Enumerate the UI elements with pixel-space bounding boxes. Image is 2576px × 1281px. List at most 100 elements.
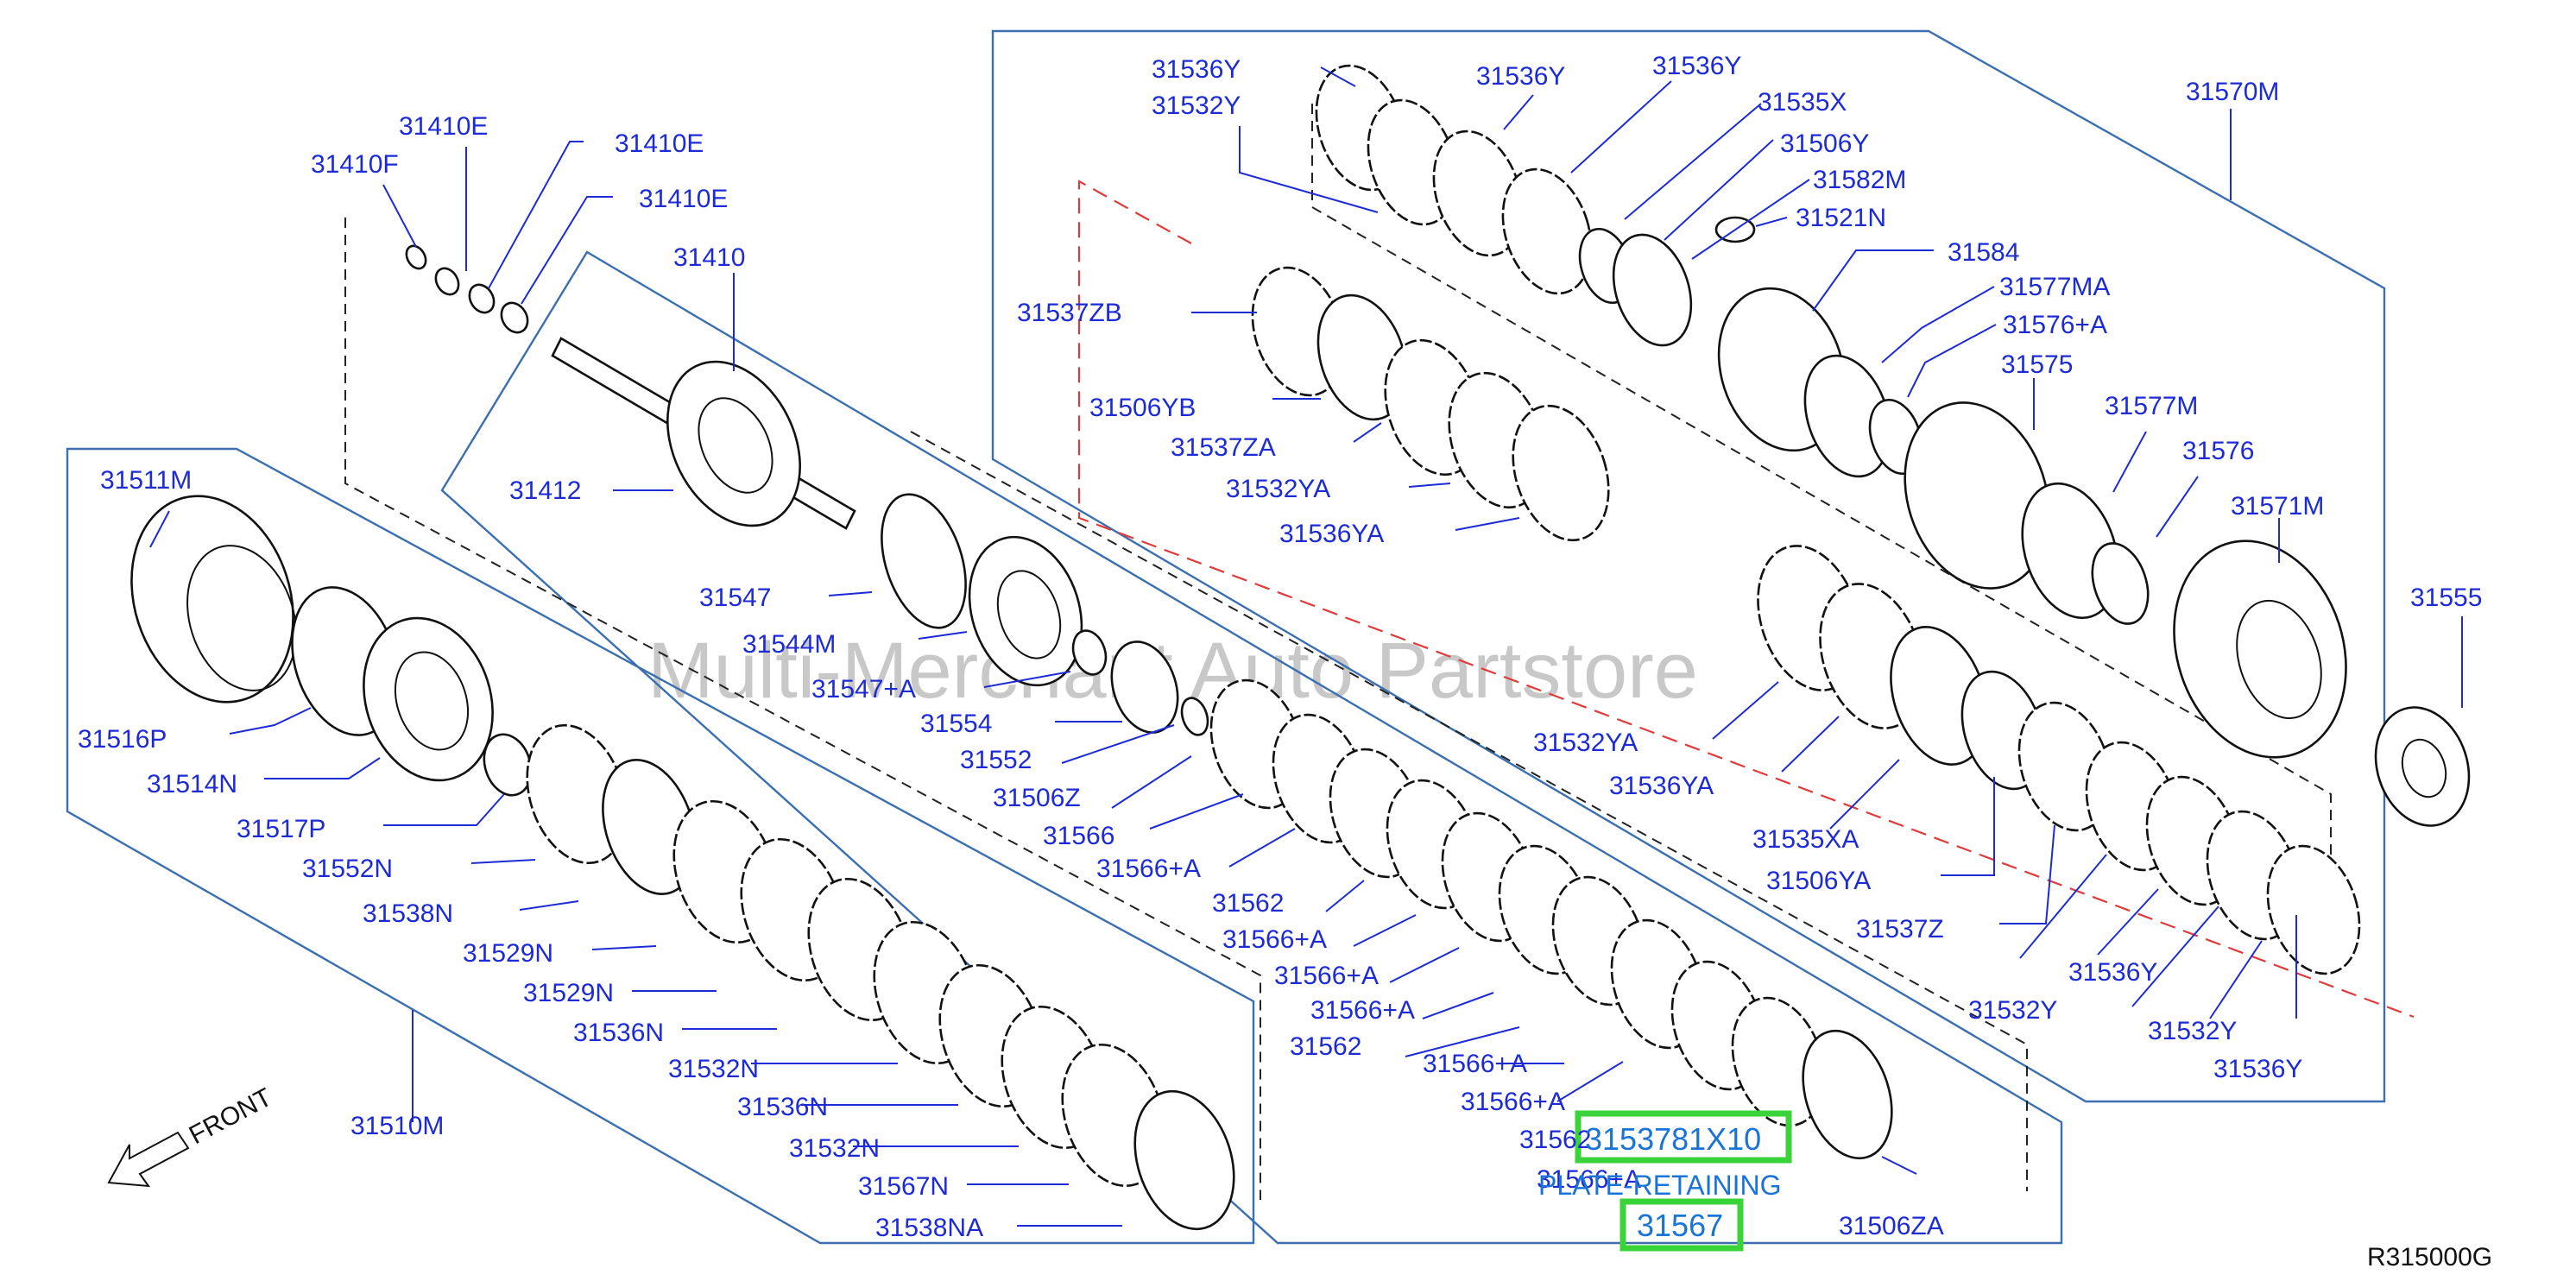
leader-line [229, 707, 312, 735]
hub-31514N-inner [394, 651, 470, 751]
group-outline-31410 [440, 250, 2063, 1245]
part-label: 31532Y [1968, 996, 2057, 1025]
part-label: 31538N [363, 899, 453, 928]
part-label: 31566+A [1274, 962, 1379, 990]
leader-line [1422, 992, 1494, 1019]
group-outline-31510M [66, 447, 1255, 1245]
leader-line [519, 900, 579, 911]
part-label: 31571M [2231, 492, 2324, 521]
leader-line [2097, 888, 2159, 956]
leader-line [2131, 906, 2219, 1007]
part-label: 31412 [509, 476, 581, 505]
leader-line [591, 945, 657, 950]
part-label: 31576 [2182, 437, 2254, 465]
part-label: 31537Z [1856, 915, 1944, 943]
part-label: 31537ZA [1171, 433, 1276, 462]
leader-line [1325, 880, 1365, 912]
part-label: 31552N [302, 855, 393, 883]
oring-31410E-1 [434, 267, 460, 296]
part-label: 31575 [2001, 350, 2073, 379]
part-label: 31529N [523, 979, 614, 1007]
axis-upper [1311, 104, 2332, 920]
drum-31511M [130, 495, 294, 704]
part-label: 31410E [639, 185, 728, 213]
leader-line [1111, 755, 1192, 809]
plate-31536Y-top-3 [1501, 167, 1593, 295]
part-label: 31532Y [1152, 92, 1241, 120]
leader-line [1408, 483, 1451, 488]
hub-31571M-inner [2236, 599, 2322, 720]
part-label: 31514N [147, 770, 237, 798]
part-label: 31532YA [1533, 729, 1638, 757]
part-label: 31536Y [1652, 52, 1741, 80]
part-label: 31547 [699, 584, 771, 612]
ring-31547 [881, 493, 967, 629]
snap-31506ZA [1802, 1029, 1893, 1160]
leader-line [1999, 824, 2055, 924]
part-label: 31506Z [993, 784, 1081, 812]
part-label: 31567N [858, 1172, 949, 1201]
part-label: 31566+A [1461, 1088, 1565, 1116]
part-label: 31544M [742, 630, 836, 659]
leader-line [983, 671, 1071, 688]
bearing-31555 [2374, 706, 2471, 827]
part-label: 31562 [1519, 1126, 1591, 1154]
leader-line [1781, 716, 1840, 773]
leader-line [1712, 681, 1779, 740]
axis-red [1077, 180, 2415, 1019]
plate-31536Y-3 [2266, 844, 2361, 975]
leader-line [1405, 1026, 1520, 1057]
part-label: 31566+A [1537, 1165, 1641, 1194]
part-label: 31536YA [1609, 772, 1714, 800]
part-label: 31532N [789, 1134, 880, 1163]
oring-31410F [405, 244, 427, 270]
part-label: 31510M [350, 1112, 444, 1140]
part-label: 31566+A [1096, 855, 1201, 883]
part-label: 31410F [311, 150, 399, 179]
part-label: 31555 [2410, 584, 2482, 612]
part-label: 31547+A [811, 675, 916, 704]
drum-31511M-inner [186, 545, 297, 691]
carrier-31412-inner [698, 397, 773, 494]
leader-line [1239, 126, 1379, 213]
leader-line [1320, 66, 1356, 87]
spring-31554 [1110, 640, 1179, 734]
part-label: 31532YA [1226, 475, 1330, 503]
leader-line [488, 141, 584, 289]
part-label: 31511M [100, 466, 192, 495]
leader-line [828, 591, 873, 596]
snap-31538NA [1133, 1089, 1235, 1231]
highlight-box-callout [1619, 1198, 1744, 1252]
leader-line [2209, 940, 2263, 1019]
part-label: 31506ZA [1839, 1212, 1944, 1240]
part-label: 31562 [1212, 889, 1284, 918]
part-label: 31536Y [1476, 62, 1565, 91]
part-label: 31516P [78, 725, 167, 754]
part-label: 31576+A [2003, 311, 2107, 339]
part-label: 31506YB [1089, 394, 1196, 422]
leader-line [2156, 476, 2199, 538]
group-outlines [66, 29, 2386, 1245]
lower-left-pack [130, 495, 1235, 1231]
middle-right-pack [1251, 266, 2361, 975]
part-label: 31536Y [2213, 1055, 2302, 1083]
leader-line [1556, 1061, 1624, 1102]
part-label: 31566+A [1423, 1050, 1527, 1078]
reference-code: R315000G [2367, 1243, 2492, 1272]
leader-line [1353, 914, 1417, 947]
part-label: 31577M [2105, 392, 2198, 420]
leader-line [1907, 324, 1997, 398]
leader-line [1570, 80, 1672, 174]
leader-line [1228, 828, 1296, 868]
snap-31552 [1180, 697, 1209, 736]
hub-31571M [2173, 540, 2347, 759]
leader-line [1881, 286, 1995, 363]
part-label: 31552 [960, 746, 1032, 774]
group-outline-31570M [991, 29, 2386, 1103]
carrier-31412 [666, 360, 801, 527]
leader-line [1664, 139, 1774, 241]
part-label: 31554 [920, 710, 992, 738]
leader-line [1881, 1156, 1917, 1175]
part-labels: 31410F 31410E 31410E 31410E 31410 31412 … [78, 52, 2482, 1242]
